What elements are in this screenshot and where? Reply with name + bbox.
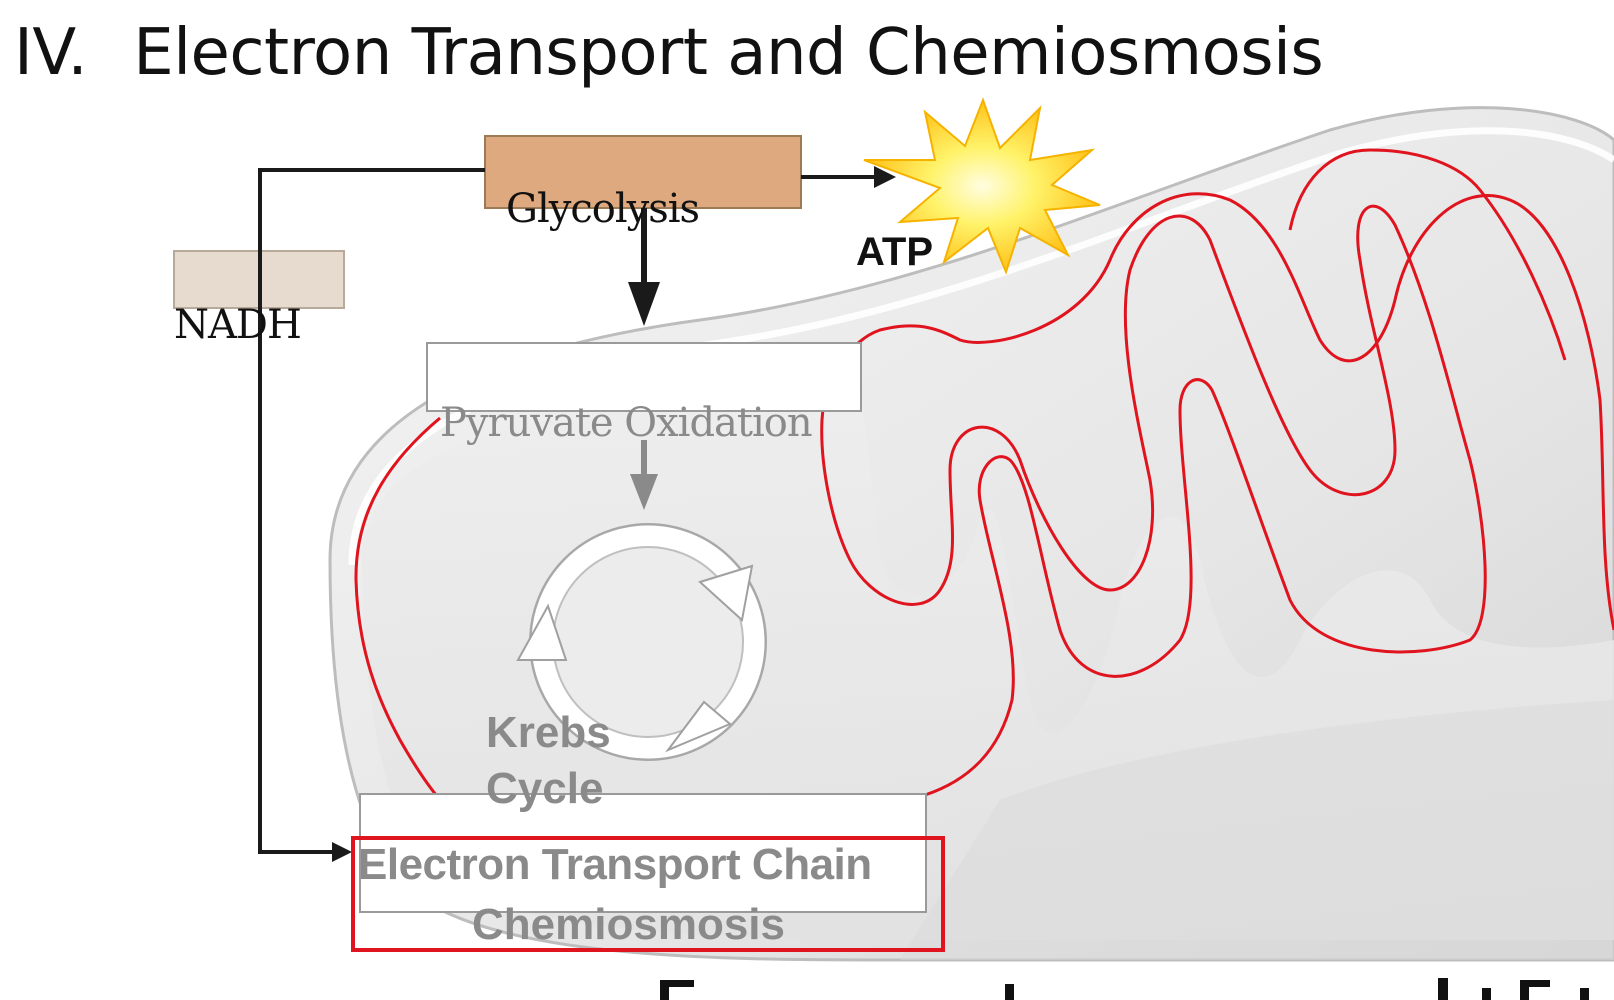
nadh-to-etc-arrowhead <box>332 842 352 862</box>
glycolysis-label: Glycolysis <box>506 186 700 232</box>
krebs-label-line2: Cycle <box>486 764 604 813</box>
pyruvate-oxidation-box <box>426 342 862 412</box>
krebs-cycle-ring <box>516 523 767 761</box>
slide-number: IV. <box>14 16 88 90</box>
pyruvate-krebs-arrowhead <box>630 474 658 510</box>
slide-title-text: Electron Transport and Chemiosmosis <box>133 16 1324 90</box>
krebs-arrowhead-left <box>516 603 568 661</box>
pyruvate-oxidation-label: Pyruvate Oxidation <box>440 400 813 446</box>
etc-highlight-box <box>351 836 945 952</box>
inner-membrane-highlight <box>354 192 1614 801</box>
etc-box <box>359 793 927 913</box>
cristae-outline-upper <box>1288 148 1567 361</box>
nadh-connector-line <box>258 168 485 854</box>
etc-label-line2: Chemiosmosis <box>472 900 785 949</box>
atp-label: ATP <box>856 230 934 274</box>
krebs-arrowhead-top-right <box>698 564 754 622</box>
mitochondrion-inner-wall <box>348 127 1614 566</box>
slide-title: IV. Electron Transport and Chemiosmosis <box>14 16 1324 90</box>
glycolysis-pyruvate-arrowhead <box>628 282 660 326</box>
nadh-label: NADH <box>174 302 302 348</box>
etc-label-line1: Electron Transport Chain <box>358 840 872 889</box>
bottom-cutoff-text <box>0 978 1614 1000</box>
mitochondrion-shading <box>900 700 1614 960</box>
atp-starburst <box>863 97 1101 275</box>
krebs-arrowhead-bottom <box>664 700 732 753</box>
krebs-label-line1: Krebs <box>486 708 611 757</box>
glycolysis-atp-arrowhead <box>874 166 896 188</box>
